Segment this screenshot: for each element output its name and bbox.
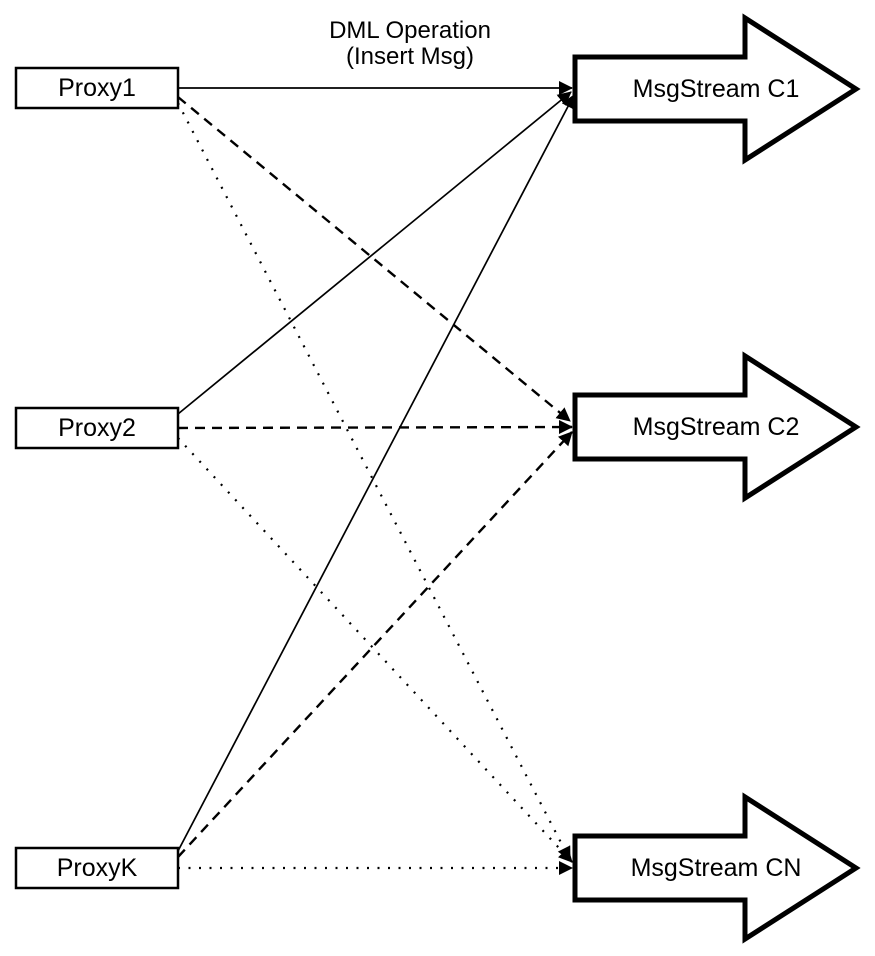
proxyk-node: ProxyK: [14, 846, 180, 890]
edge-proxy2-msgstream-c1: [177, 91, 572, 415]
msgstream-c1-label: MsgStream C1: [633, 75, 800, 103]
proxy1-node: Proxy1: [14, 66, 180, 110]
proxyk-box: [14, 846, 180, 890]
proxy1-label: Proxy1: [58, 74, 136, 102]
edge-proxyk-msgstream-c1: [177, 94, 575, 852]
msgstream-cn-label: MsgStream CN: [631, 854, 802, 882]
header-line2: (Insert Msg): [346, 43, 474, 70]
msgstream-cn-node: MsgStream CN: [572, 792, 861, 944]
proxy2-label: Proxy2: [58, 414, 136, 442]
proxy2-node: Proxy2: [14, 406, 180, 450]
msgstream-c2-arrow-shape: [572, 351, 861, 503]
edge-proxy2-msgstream-c2: [177, 420, 573, 435]
header-line1: DML Operation: [329, 17, 491, 44]
edge-proxy2-msgstream-cn: [177, 437, 573, 863]
msgstream-c1-arrow-shape: [572, 13, 861, 165]
edge-proxyk-msgstream-c2: [177, 431, 573, 858]
msgstream-cn-arrow-shape: [572, 792, 861, 944]
msgstream-c2-node: MsgStream C2: [572, 351, 861, 503]
proxy1-box: [14, 66, 180, 110]
header-label: DML Operation (Insert Msg): [329, 17, 491, 70]
edge-proxy1-msgstream-c2: [177, 96, 571, 422]
msgstream-c1-node: MsgStream C1: [572, 13, 861, 165]
proxyk-label: ProxyK: [57, 854, 138, 882]
proxy2-box: [14, 406, 180, 450]
msgstream-c2-label: MsgStream C2: [633, 413, 800, 441]
